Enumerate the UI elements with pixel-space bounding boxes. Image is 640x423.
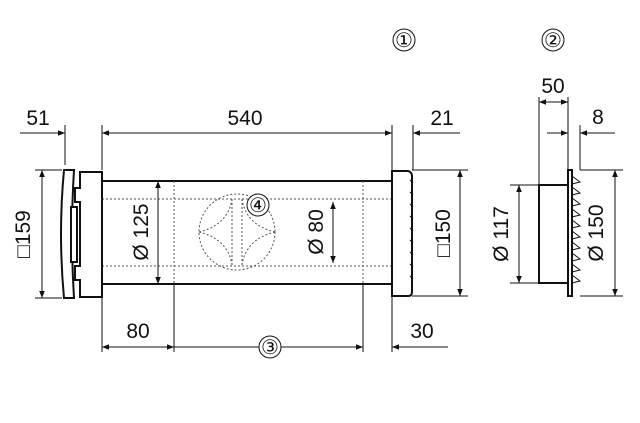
inner-cover — [60, 169, 103, 299]
callout-2: ② — [541, 28, 565, 52]
svg-text:②: ② — [544, 30, 562, 52]
dim-125: Ø 125 — [130, 203, 153, 260]
svg-text:③: ③ — [261, 337, 279, 359]
dim-150-dia: Ø 150 — [585, 204, 608, 261]
dim-30: 30 — [410, 320, 433, 343]
louvers — [571, 175, 582, 284]
dim-117: Ø 117 — [490, 206, 513, 262]
dim-540: 540 — [227, 107, 262, 130]
dim-80-dia: Ø 80 — [305, 209, 328, 255]
fan-outline — [198, 193, 276, 271]
dim-21: 21 — [430, 107, 453, 130]
dim-159: □159 — [12, 210, 35, 258]
callout-1: ① — [392, 28, 416, 52]
callout-3: ③ — [258, 335, 282, 359]
svg-text:④: ④ — [249, 195, 267, 217]
side-view-grille: 50 8 Ø 117 Ø 150 — [490, 75, 623, 297]
svg-text:①: ① — [395, 30, 413, 52]
dim-80: 80 — [126, 320, 149, 343]
dim-50: 50 — [541, 75, 564, 98]
outer-grille — [391, 170, 414, 297]
spigot — [538, 184, 569, 284]
callout-4: ④ — [246, 193, 270, 217]
side-view-assembly: ④ 51 540 21 □159 Ø 125 Ø 80 □150 80 30 — [12, 107, 468, 359]
dim-8: 8 — [592, 106, 604, 129]
dim-51: 51 — [26, 107, 49, 130]
flange — [567, 169, 573, 297]
dim-150-square: □150 — [432, 209, 455, 257]
